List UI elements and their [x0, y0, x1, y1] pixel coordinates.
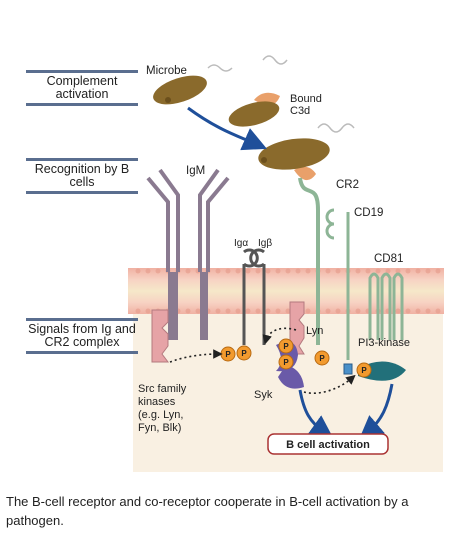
phosphate-3	[278, 338, 294, 354]
igb-label: Igβ	[258, 238, 272, 249]
phosphate-groups	[220, 338, 372, 378]
phosphate-4	[278, 354, 294, 370]
bound-label: Bound	[290, 93, 322, 105]
phosphate-5	[314, 350, 330, 366]
svg-text:P: P	[225, 350, 231, 359]
microbe-label: Microbe	[146, 65, 187, 77]
igm-label: IgM	[186, 165, 205, 177]
src-family-kinase	[151, 309, 169, 363]
iga-label: Igα	[234, 238, 248, 249]
binding-arrow	[187, 106, 267, 151]
lyn-label: Lyn	[306, 325, 323, 337]
microbe-on-cr2	[258, 123, 355, 181]
microbe-bound-c3d	[228, 55, 288, 127]
label-signals-from-ig-cr2: Signals from Ig and CR2 complex	[26, 318, 138, 354]
pi3k-activation-arrow	[358, 383, 394, 440]
pi3k-label: PI3-kinase	[358, 337, 410, 349]
cd19-receptor	[325, 208, 350, 360]
b-cell-activation-label: B cell activation	[286, 439, 370, 451]
cd19-label: CD19	[354, 207, 383, 219]
src-to-ig-arrow	[169, 349, 223, 363]
bound-c3d-label: Bound C3d	[290, 93, 325, 117]
svg-text:P: P	[283, 342, 289, 351]
label-complement-activation: Complement activation	[26, 70, 138, 106]
cd81-label: CD81	[374, 253, 403, 265]
diagram-canvas: P P P P P P B cell activation Microbe Bo…	[128, 55, 444, 472]
svg-text:P: P	[319, 354, 325, 363]
phosphate-6	[356, 362, 372, 378]
syk-label: Syk	[254, 389, 273, 401]
figure-caption: The B-cell receptor and co-receptor coop…	[6, 494, 409, 528]
b-cell-activation-box	[267, 433, 389, 455]
svg-text:P: P	[283, 358, 289, 367]
phosphate-2	[236, 345, 252, 361]
src-kinases-label: Src family kinases (e.g. Lyn, Fyn, Blk)	[138, 383, 189, 434]
cd81-receptor	[368, 272, 404, 340]
svg-text:P: P	[361, 366, 367, 375]
igm-receptor	[146, 168, 230, 340]
cr2-receptor	[298, 177, 320, 345]
c3d-label: C3d	[290, 105, 310, 117]
syk-activation-arrow	[298, 389, 334, 439]
ig-alpha-beta	[242, 248, 266, 345]
label-recognition-by-b-cells: Recognition by B cells	[26, 158, 138, 194]
cr2-label: CR2	[336, 179, 359, 191]
lyn-to-syk-arrow	[262, 327, 297, 345]
svg-text:P: P	[241, 349, 247, 358]
diagram-figure: P P P P P P B cell activation Microbe Bo…	[18, 40, 448, 475]
microbe-free	[153, 64, 233, 105]
phosphate-labels: P P P P P P	[225, 342, 367, 375]
